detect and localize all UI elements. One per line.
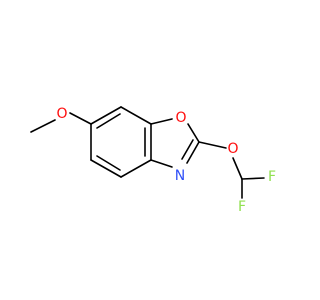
bond-c4-c5-inner bbox=[96, 155, 121, 171]
bond-o1-c2 bbox=[187, 123, 200, 143]
bond-c3a-o1 bbox=[150, 118, 173, 125]
bond-n3-c7a bbox=[150, 159, 173, 168]
fluorine-bottom-label: F bbox=[238, 199, 246, 215]
bond-c6-c7-inner bbox=[96, 113, 121, 129]
ether-oxygen-label: O bbox=[227, 141, 238, 157]
methoxy-group bbox=[30, 112, 92, 133]
bond-c6-c7 bbox=[90, 106, 122, 125]
bond-chf2-f-right bbox=[241, 177, 265, 180]
ring-nitrogen-label: N bbox=[175, 168, 185, 184]
benzene-ring bbox=[90, 106, 152, 178]
bond-c7-c3a bbox=[120, 106, 152, 125]
methoxy-oxygen-label: O bbox=[56, 106, 67, 122]
bond-ome-ch3 bbox=[30, 119, 56, 133]
bond-c2-n3-double bbox=[181, 139, 194, 160]
oxazole-ring bbox=[150, 118, 200, 168]
bond-c7a-c4 bbox=[120, 159, 152, 178]
fluorine-right-label: F bbox=[268, 169, 276, 185]
bond-c2-n3 bbox=[186, 141, 200, 164]
bond-c2-o bbox=[198, 141, 227, 149]
bond-c4-c5 bbox=[90, 159, 122, 178]
bond-c6-ome bbox=[69, 112, 92, 125]
bond-o-chf2 bbox=[232, 157, 243, 180]
molecule-drawing: O N O O F F bbox=[30, 106, 276, 215]
ring-oxygen-label: O bbox=[175, 110, 186, 126]
difluoromethoxy-group bbox=[198, 141, 265, 199]
structure-diagram: O N O O F F bbox=[30, 106, 276, 215]
